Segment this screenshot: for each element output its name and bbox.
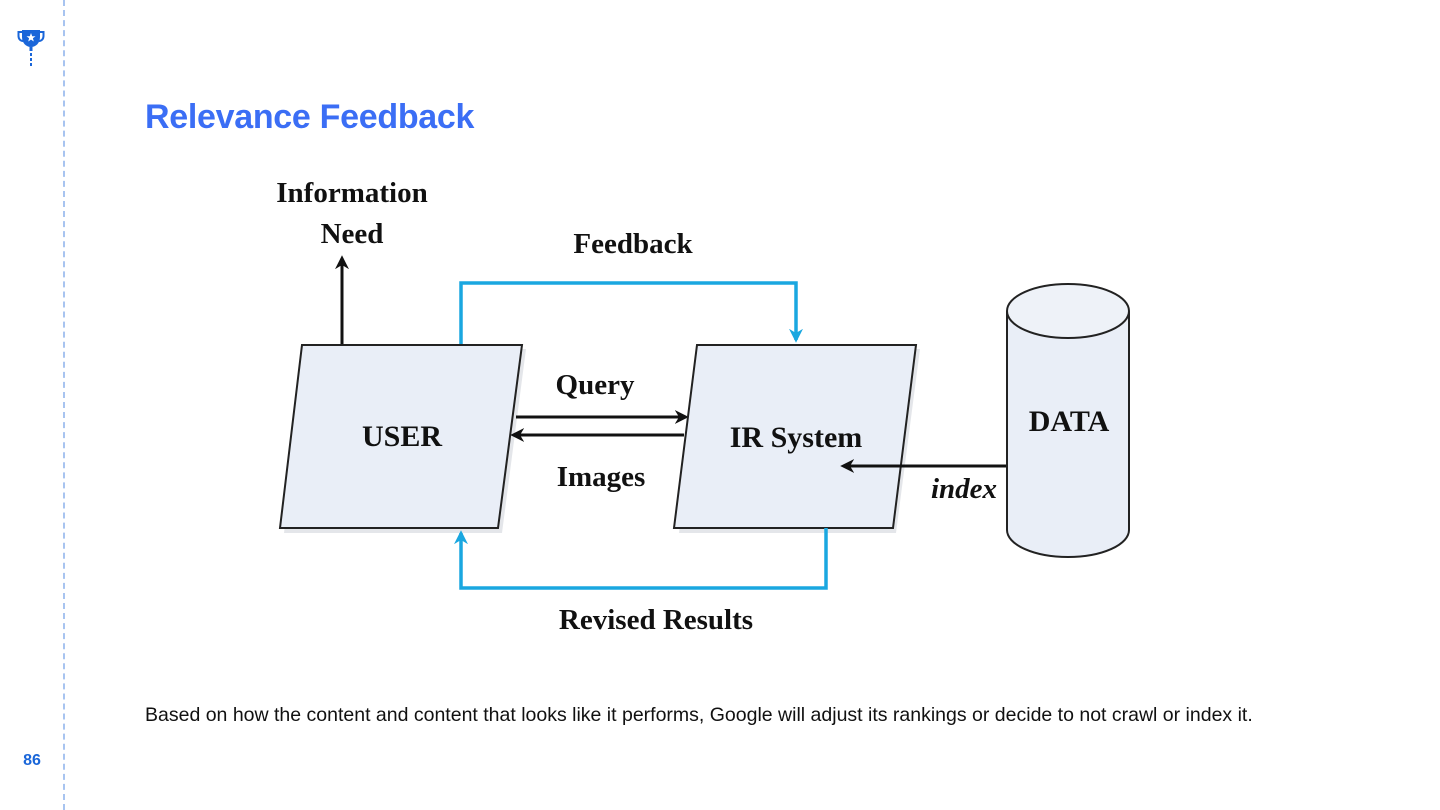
- information-need-label-line2: Need: [321, 218, 384, 250]
- user-label: USER: [362, 420, 442, 453]
- ir-system-box: [672, 344, 918, 529]
- feedback-label: Feedback: [573, 228, 693, 260]
- feedback-arrow: [459, 281, 803, 345]
- data-label: DATA: [1029, 405, 1110, 438]
- data-cylinder: [1006, 283, 1130, 558]
- user-box: [278, 344, 524, 529]
- ir-system-label: IR System: [730, 421, 863, 454]
- revised-results-arrow: [454, 528, 828, 590]
- revised-results-label: Revised Results: [559, 604, 753, 636]
- query-label: Query: [556, 369, 635, 401]
- information-need-label-line1: Information: [276, 177, 427, 209]
- page-number: 86: [23, 752, 41, 769]
- caption-text: Based on how the content and content tha…: [145, 704, 1253, 726]
- trophy-icon: [17, 30, 45, 66]
- page-title: Relevance Feedback: [145, 98, 475, 136]
- side-rule: [63, 0, 65, 810]
- images-label: Images: [557, 461, 646, 493]
- index-label: index: [931, 473, 997, 505]
